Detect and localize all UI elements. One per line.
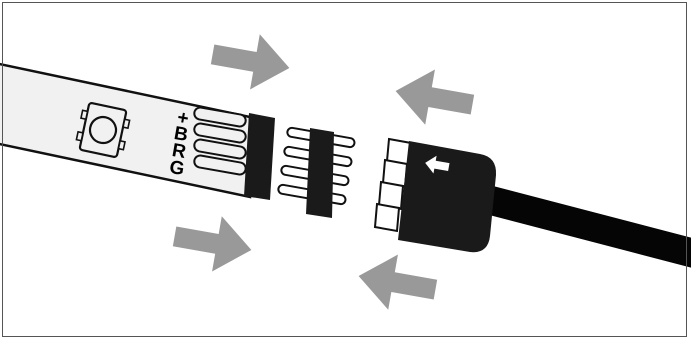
solder-pad <box>193 138 247 160</box>
strip-end-cap <box>244 113 275 200</box>
arrow-icon <box>210 34 290 90</box>
solder-pads <box>193 106 247 176</box>
arrow-icon <box>395 69 475 125</box>
pin-label-r: R <box>170 140 187 163</box>
pin-label-g: G <box>168 157 186 180</box>
arrows <box>172 34 475 310</box>
plug-socket <box>377 180 405 211</box>
plug-body <box>398 141 497 253</box>
cable <box>470 180 691 268</box>
rgb-led-chip-icon <box>75 102 131 158</box>
led-strip: + B R G <box>0 62 275 200</box>
plug <box>373 137 497 253</box>
solder-pad <box>193 106 247 128</box>
white-left-arrow-icon <box>425 155 450 174</box>
solder-pad <box>193 122 247 144</box>
arrow-icon <box>172 216 252 272</box>
plug-socket <box>373 202 401 233</box>
pin-label-plus: + <box>176 107 191 130</box>
pin-label-b: B <box>172 123 189 146</box>
arrow-icon <box>358 254 438 310</box>
middle-connector-pins <box>277 126 356 218</box>
connector-housing <box>306 128 334 218</box>
